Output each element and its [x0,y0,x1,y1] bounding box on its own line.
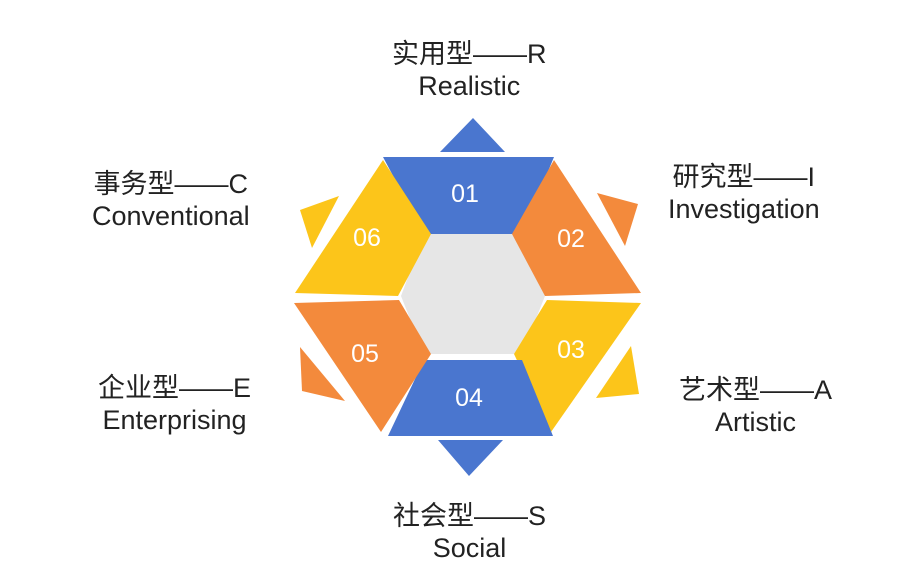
pointer-06 [300,196,339,248]
label-enterprising-cn: 企业型——E [98,373,252,403]
segment-number-04: 04 [455,384,483,412]
segment-01 [383,157,554,234]
pointer-02 [597,193,638,246]
label-enterprising-en: Enterprising [102,405,247,435]
segment-02 [512,160,641,296]
segment-number-05: 05 [351,340,379,368]
label-conventional-cn: 事务型——C [93,169,249,199]
center-hexagon [401,234,545,354]
label-conventional-en: Conventional [92,201,250,231]
segment-05 [294,300,431,432]
segment-number-06: 06 [353,224,381,252]
label-realistic-en: Realistic [418,71,521,101]
pointer-01 [440,118,505,152]
pointer-04 [438,440,503,476]
segment-03 [514,300,641,432]
segment-number-01: 01 [451,180,479,208]
segment-number-03: 03 [557,336,585,364]
segment-04 [388,360,553,436]
pointer-03 [596,346,639,398]
label-realistic: 实用型——R Realistic [392,38,547,102]
segment-06 [295,160,431,296]
label-artistic-en: Artistic [715,407,796,437]
label-artistic: 艺术型——A Artistic [679,374,832,438]
label-social-cn: 社会型——S [393,501,547,531]
label-social: 社会型——S Social [393,500,546,564]
label-investigation-cn: 研究型——I [672,162,816,192]
label-social-en: Social [432,533,507,563]
label-realistic-cn: 实用型——R [392,39,547,69]
label-artistic-cn: 艺术型——A [679,375,833,405]
label-enterprising: 企业型——E Enterprising [98,372,251,436]
pointer-05 [300,347,345,401]
label-investigation-en: Investigation [668,194,820,224]
segment-number-02: 02 [557,225,585,253]
label-investigation: 研究型——I Investigation [668,161,820,225]
label-conventional: 事务型——C Conventional [92,168,250,232]
